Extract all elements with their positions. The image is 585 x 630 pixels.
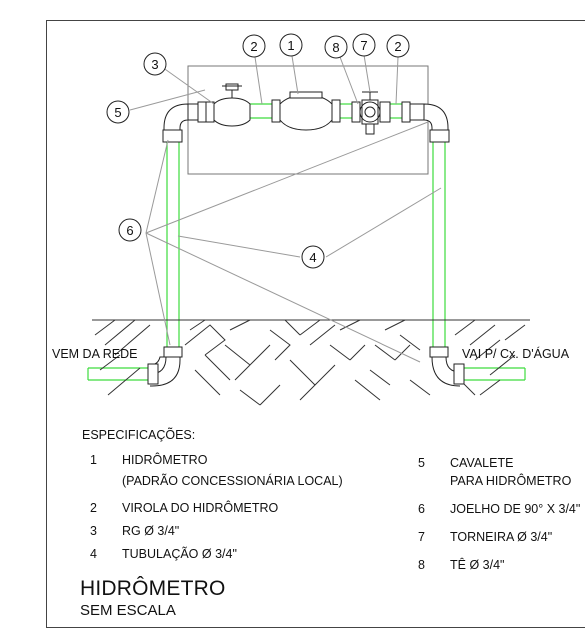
callout-6-text: 6 — [126, 223, 133, 238]
callout-circle-5 — [106, 100, 130, 124]
elbow-bottom-right — [429, 346, 465, 387]
callout-circle-2b — [386, 34, 410, 58]
callout-3-text: 3 — [151, 57, 158, 72]
top-assembly — [187, 83, 425, 135]
spec-num-4: 4 — [90, 547, 97, 561]
pipe-inlet-horizontal — [87, 367, 150, 381]
spec-num-1: 1 — [90, 453, 97, 467]
spec-num-3: 3 — [90, 524, 97, 538]
pipe-outlet-horizontal — [462, 367, 526, 381]
elbow-top-left — [162, 103, 189, 143]
callout-1-text: 1 — [287, 38, 294, 53]
spec-text-1b: (PADRÃO CONCESSIONÁRIA LOCAL) — [122, 474, 343, 488]
callout-8-text: 8 — [332, 40, 339, 55]
pipe-top-segments — [250, 103, 402, 119]
pipe-left-vertical — [166, 140, 180, 350]
spec-text-1: HIDRÔMETRO — [122, 453, 208, 467]
label-vai-cx-agua: VAI P/ Cx. D'ÁGUA — [462, 346, 570, 361]
sheet-frame — [46, 20, 585, 628]
callout-circle-1 — [279, 33, 303, 57]
spec-heading: ESPECIFICAÇÕES: — [82, 428, 196, 442]
drawing-subtitle: SEM ESCALA — [80, 602, 176, 619]
spec-num-6: 6 — [418, 502, 425, 516]
leader-lines — [129, 54, 442, 363]
callout-circle-7 — [352, 33, 376, 57]
callout-2a-text: 2 — [250, 39, 257, 54]
callout-7-text: 7 — [360, 38, 367, 53]
spec-num-2: 2 — [90, 501, 97, 515]
spec-text-2: VIROLA DO HIDRÔMETRO — [122, 501, 279, 515]
callout-circle-3 — [143, 52, 167, 76]
callout-5-text: 5 — [114, 105, 121, 120]
spec-text-8: TÊ Ø 3/4" — [450, 558, 505, 572]
spec-text-6: JOELHO DE 90° X 3/4" — [450, 502, 581, 516]
spec-text-3: RG Ø 3/4" — [122, 524, 180, 538]
elbow-bottom-left — [147, 346, 183, 387]
callout-circle-6 — [118, 218, 142, 242]
spec-text-5b: PARA HIDRÔMETRO — [450, 474, 572, 488]
drawing-title: HIDRÔMETRO — [80, 577, 226, 600]
callout-circle-2a — [242, 34, 266, 58]
spec-text-5: CAVALETE — [450, 456, 514, 470]
label-vem-da-rede: VEM DA REDE — [52, 347, 137, 361]
spec-text-4: TUBULAÇÃO Ø 3/4" — [122, 547, 237, 561]
elbow-top-right — [423, 103, 450, 143]
pipe-right-vertical — [432, 140, 446, 350]
callout-circles — [106, 33, 410, 269]
spec-num-8: 8 — [418, 558, 425, 572]
callout-circle-8 — [324, 35, 348, 59]
callout-circle-4 — [301, 245, 325, 269]
spec-num-5: 5 — [418, 456, 425, 470]
callout-2b-text: 2 — [394, 39, 401, 54]
callout-4-text: 4 — [309, 250, 316, 265]
spec-num-7: 7 — [418, 530, 425, 544]
spec-text-7: TORNEIRA Ø 3/4" — [450, 530, 553, 544]
